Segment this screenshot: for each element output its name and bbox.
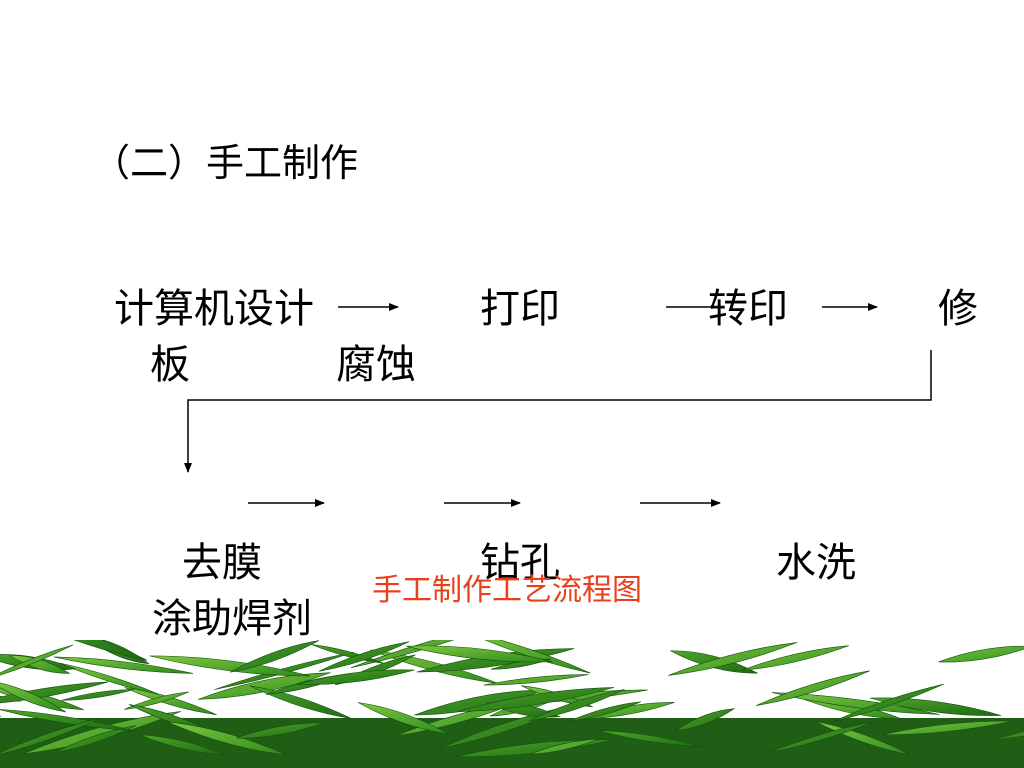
step-etch: 腐蚀 — [336, 342, 416, 388]
diagram-caption: 手工制作工艺流程图 — [372, 573, 642, 608]
step-print: 打印 — [480, 286, 560, 332]
step-remove-film: 去膜 — [182, 540, 262, 586]
slide-heading: （二）手工制作 — [92, 141, 359, 185]
step-drill: 钻孔 — [480, 540, 560, 586]
step-repair: 修 — [938, 286, 978, 332]
step-transfer: 转印 — [708, 286, 788, 332]
step-wash: 水洗 — [776, 540, 856, 586]
step-apply-flux: 涂助焊剂 — [152, 596, 312, 642]
step-design: 计算机设计 — [114, 286, 314, 332]
connector-repair-down — [184, 350, 932, 473]
step-design-cont: 板 — [150, 342, 190, 388]
grass-border — [0, 640, 1024, 768]
